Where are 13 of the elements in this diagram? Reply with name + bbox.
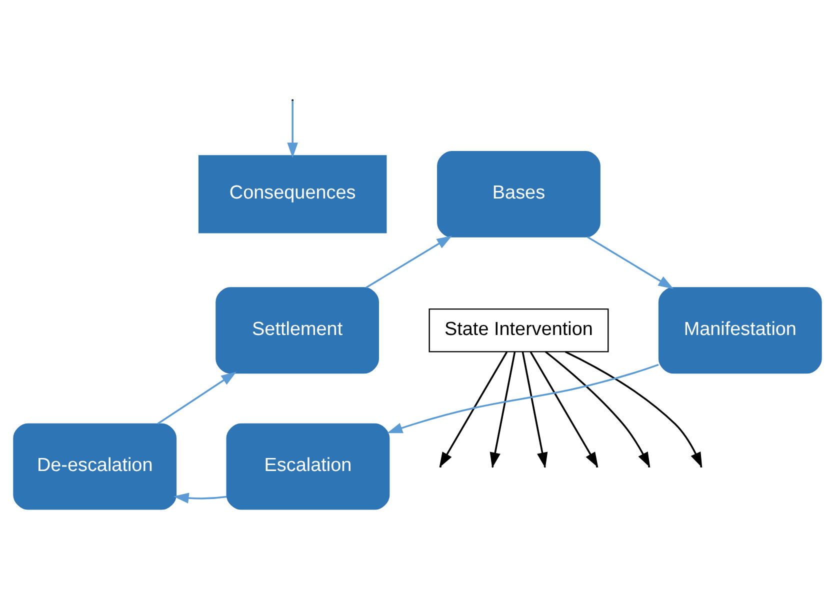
- arrow: [365, 235, 452, 288]
- arrow: [586, 236, 674, 289]
- node-box: De-escalation: [12, 422, 176, 510]
- node-box: Consequences: [198, 154, 386, 233]
- node-box: Bases: [436, 150, 600, 237]
- node-box: Manifestation: [658, 286, 822, 374]
- arrow: [386, 363, 658, 433]
- arrow: [286, 100, 298, 158]
- node-box: Settlement: [215, 286, 379, 374]
- node-box: State Intervention: [428, 308, 608, 352]
- arrow: [172, 492, 226, 503]
- node-box: Escalation: [226, 422, 390, 510]
- arrow: [156, 371, 236, 424]
